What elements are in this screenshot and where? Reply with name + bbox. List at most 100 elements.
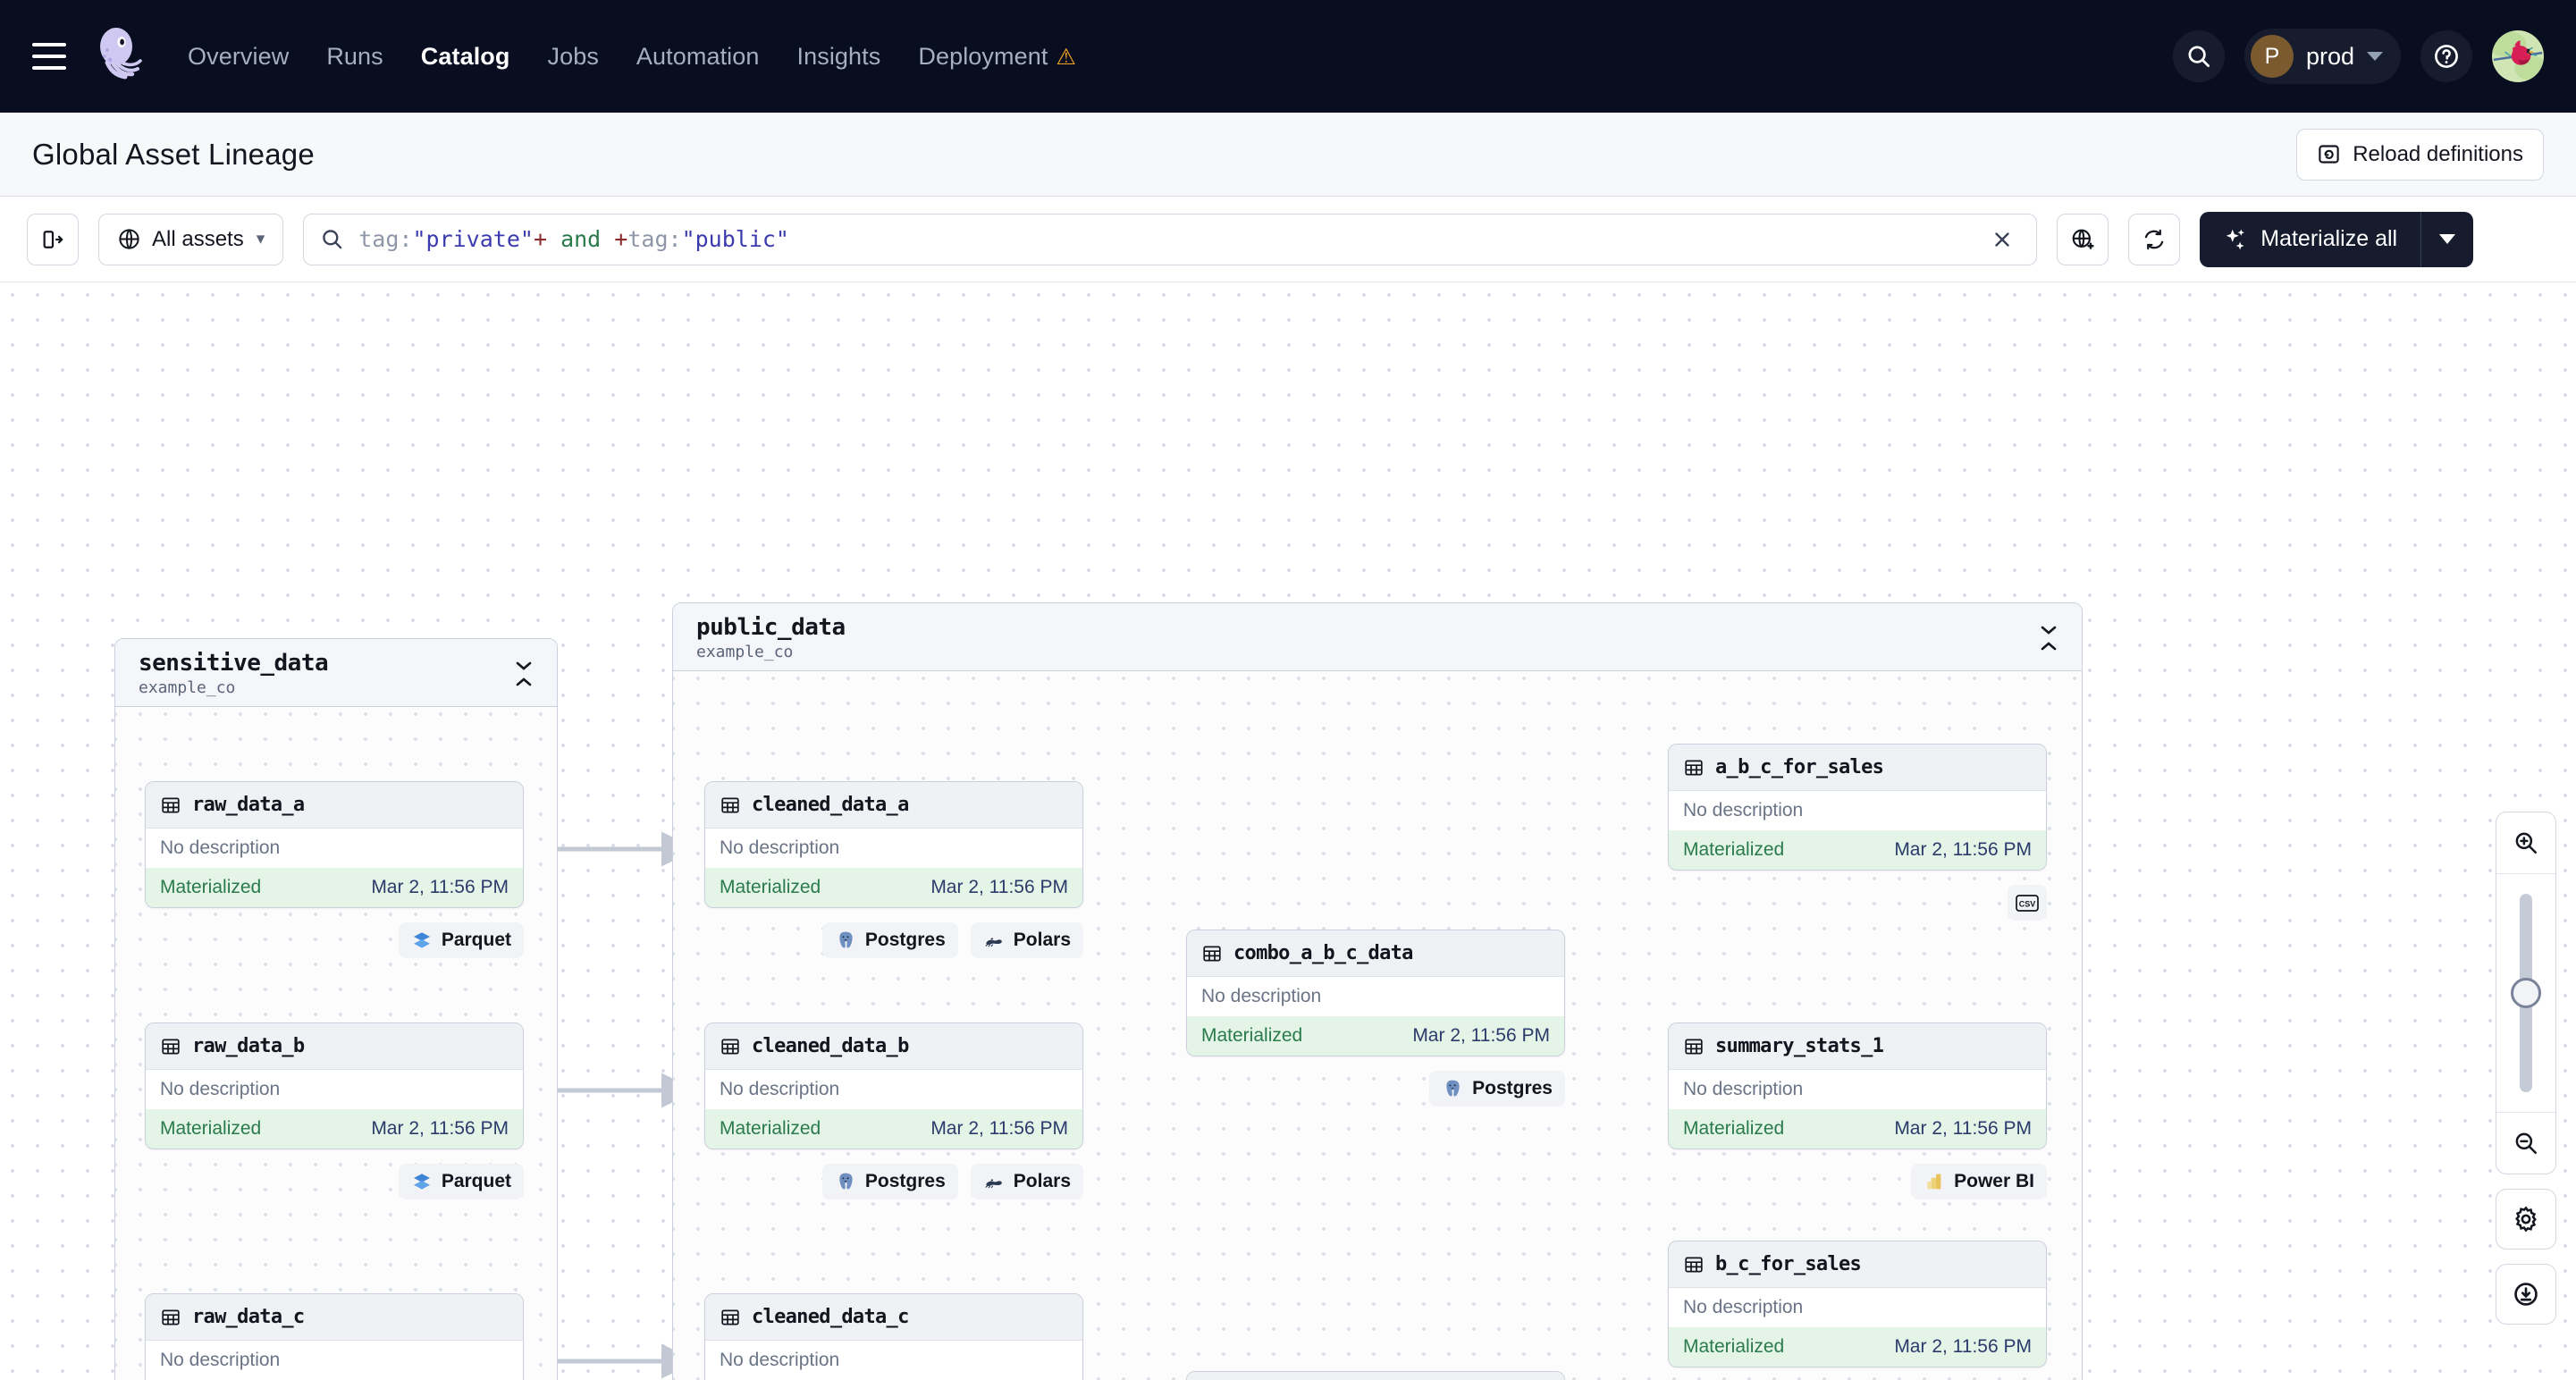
dagster-octopus-logo[interactable]	[89, 27, 147, 86]
asset-tag-row: CSV	[1668, 885, 2047, 921]
asset-node-header: cleaned_data_c	[705, 1294, 1082, 1341]
collapse-chevrons-icon[interactable]	[2037, 625, 2060, 652]
divider	[2420, 211, 2422, 267]
nav-link-insights[interactable]: Insights	[796, 42, 881, 70]
collapse-chevrons-icon[interactable]	[512, 661, 535, 687]
asset-node-header: combo_a_b_c_data	[1187, 930, 1564, 977]
top-navigation-bar: Overview Runs Catalog Jobs Automation In…	[0, 0, 2576, 113]
materialize-all-button-group[interactable]: Materialize all	[2200, 211, 2474, 267]
search-input[interactable]: tag:"private"+ and +tag:"public"	[303, 213, 2038, 265]
asset-tag-label: Postgres	[864, 930, 946, 950]
zoom-slider-thumb[interactable]	[2511, 978, 2541, 1008]
refresh-icon[interactable]	[2128, 213, 2181, 265]
asset-node-description: No description	[1669, 791, 2046, 830]
nav-link-deployment[interactable]: Deployment⚠	[918, 42, 1076, 70]
zoom-in-icon[interactable]	[2496, 812, 2555, 873]
asset-node-name: b_c_for_sales	[1715, 1253, 1862, 1275]
asset-tag-row: Power BI	[1668, 1164, 2047, 1199]
group-code-location: example_co	[139, 678, 236, 697]
asset-lineage-canvas[interactable]: sensitive_data example_co public_data ex…	[0, 282, 2576, 1380]
deployment-selector[interactable]: P prod	[2243, 29, 2401, 84]
reload-definitions-button[interactable]: Reload definitions	[2296, 128, 2544, 181]
table-icon	[1685, 1257, 1703, 1272]
status-badge: Materialized	[1683, 1118, 1785, 1139]
asset-tag-polars[interactable]: Polars	[970, 922, 1083, 958]
asset-node-header: raw_data_b	[146, 1023, 523, 1070]
asset-tag-label: Power BI	[1954, 1171, 2034, 1191]
materialize-all-button[interactable]: Materialize all	[2200, 212, 2420, 267]
divider	[2496, 873, 2555, 874]
chevron-down-icon	[2367, 52, 2383, 61]
page-title: Global Asset Lineage	[32, 137, 315, 171]
polars-bear-icon	[985, 938, 1002, 947]
asset-node-description: No description	[146, 1070, 523, 1109]
asset-node-name: summary_stats_1	[1715, 1035, 1884, 1057]
nav-link-automation[interactable]: Automation	[636, 42, 760, 70]
asset-tag-parquet[interactable]: Parquet	[398, 922, 524, 958]
asset-tag-postgres[interactable]: Postgres	[1429, 1071, 1565, 1107]
table-icon	[721, 1309, 739, 1325]
nav-link-runs[interactable]: Runs	[326, 42, 383, 70]
asset-tag-power-bi[interactable]: Power BI	[1911, 1164, 2047, 1199]
asset-node-header: cleaned_data_a	[705, 782, 1082, 829]
asset-tag-parquet[interactable]: Parquet	[398, 1164, 524, 1199]
nav-link-overview[interactable]: Overview	[188, 42, 290, 70]
deployment-avatar: P	[2250, 35, 2294, 78]
gear-icon[interactable]	[2496, 1189, 2556, 1250]
svg-text:CSV: CSV	[2019, 899, 2036, 908]
zoom-slider[interactable]	[2496, 874, 2555, 1112]
warning-triangle-icon: ⚠	[1056, 44, 1076, 70]
group-name: public_data	[696, 614, 846, 641]
asset-node[interactable]: cleaned_data_cNo descriptionMaterialized…	[704, 1293, 1083, 1380]
asset-tag-label: Postgres	[864, 1171, 946, 1191]
group-header: sensitive_data example_co	[115, 639, 557, 707]
asset-node-name: a_b_c_for_sales	[1715, 756, 1884, 778]
table-icon	[1685, 760, 1703, 775]
asset-filter-dropdown[interactable]: All assets ▾	[98, 213, 284, 265]
asset-tag-csv[interactable]: CSV	[2008, 885, 2047, 921]
asset-tag-postgres[interactable]: Postgres	[821, 1164, 958, 1199]
nav-link-catalog[interactable]: Catalog	[420, 42, 510, 70]
asset-node-description: No description	[146, 829, 523, 868]
search-icon[interactable]	[2172, 30, 2225, 82]
globe-plus-icon[interactable]	[2057, 213, 2109, 265]
materialization-timestamp: Mar 2, 11:56 PM	[1894, 1336, 2032, 1357]
asset-tag-row: Parquet	[145, 1164, 524, 1199]
nav-link-jobs[interactable]: Jobs	[547, 42, 599, 70]
asset-group-sensitive-data[interactable]: sensitive_data example_co	[114, 638, 558, 1380]
nav-right-actions: P prod	[2172, 0, 2544, 113]
status-badge: Materialized	[720, 1118, 821, 1139]
download-circle-icon[interactable]	[2496, 1264, 2556, 1325]
asset-node[interactable]: raw_data_cNo descriptionMaterializedMar …	[145, 1293, 524, 1380]
materialize-all-label: Materialize all	[2260, 226, 2398, 251]
cardinal-bird-avatar[interactable]	[2492, 30, 2544, 82]
group-code-location: example_co	[696, 643, 794, 661]
status-badge: Materialized	[160, 1118, 262, 1139]
materialization-timestamp: Mar 2, 11:56 PM	[930, 877, 1068, 897]
materialization-timestamp: Mar 2, 11:56 PM	[1894, 1118, 2032, 1139]
asset-node-description: No description	[1187, 977, 1564, 1016]
zoom-out-icon[interactable]	[2496, 1113, 2555, 1174]
asset-tag-polars[interactable]: Polars	[970, 1164, 1083, 1199]
asset-node-name: cleaned_data_c	[752, 1306, 909, 1328]
close-icon[interactable]	[1984, 222, 2020, 257]
asset-tag-postgres[interactable]: Postgres	[821, 922, 958, 958]
help-circle-icon[interactable]	[2420, 30, 2472, 82]
panel-expand-icon[interactable]	[27, 213, 79, 265]
asset-node-header: cleaned_data_b	[705, 1023, 1082, 1070]
materialization-timestamp: Mar 2, 11:56 PM	[930, 1118, 1068, 1139]
hamburger-menu-icon[interactable]	[32, 43, 66, 70]
materialize-options-caret[interactable]	[2421, 212, 2473, 267]
